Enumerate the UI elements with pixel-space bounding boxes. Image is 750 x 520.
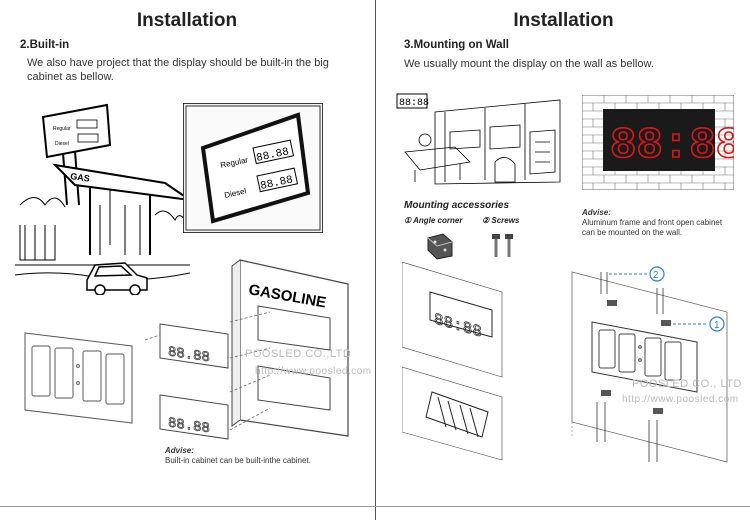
canopy: GAS	[52, 163, 190, 255]
gasoline-cabinet: GASOLINE	[231, 259, 349, 437]
red-clock-on-brick-wall: 88:88	[582, 95, 734, 190]
office-illustration: 88:88	[396, 93, 561, 185]
built-in-description: We also have project that the display sh…	[27, 57, 329, 83]
built-in-panel: Installation 2.Built-in We also have pro…	[0, 0, 374, 520]
accessory-screws-label: ② Screws	[482, 216, 520, 225]
angle-corner-icon	[427, 233, 453, 260]
section-heading-built-in: 2.Built-in	[20, 39, 70, 51]
page-title-right: Installation	[513, 10, 614, 31]
wall-mount-panel: Installation 3.Mounting on Wall We usual…	[377, 0, 750, 520]
clock-display-outline	[24, 332, 133, 424]
page-title-left: Installation	[136, 10, 238, 31]
gas-label: GAS	[70, 171, 91, 184]
exploded-mounting-diagram: 2 1	[571, 266, 728, 463]
advise-text-right: Aluminum frame and front open cabinet ca…	[582, 218, 723, 237]
gas-station-illustration: Regular Diesel GAS	[15, 103, 190, 295]
callout-2: 2	[653, 270, 659, 281]
mounting-accessories-heading: Mounting accessories	[404, 200, 510, 211]
background-sketch	[15, 197, 190, 281]
advise-block-left: Advise: Built-in cabinet can be built-in…	[165, 446, 355, 466]
bottom-rule	[0, 506, 750, 507]
callout-1: 1	[714, 320, 720, 331]
watermark-company-right: POOSLED CO., LTD	[632, 378, 742, 390]
office-clock-digits: 88:88	[399, 98, 429, 109]
watermark-url-right: http://www.poosled.com	[622, 394, 739, 405]
advise-heading-left: Advise:	[165, 446, 194, 455]
sign-regular-label: Regular	[53, 126, 71, 132]
center-divider	[375, 0, 376, 520]
brick-wall-mount-illustration: 88:88	[402, 262, 503, 461]
price-display-2-digits: 88.88	[168, 415, 210, 437]
wall-description: We usually mount the display on the wall…	[404, 58, 654, 70]
screws-icon	[492, 234, 513, 257]
car-sketch	[86, 262, 148, 295]
red-clock-digits: 88:88	[610, 121, 734, 171]
price-display-2: 88.88	[159, 394, 229, 440]
advise-heading-right: Advise:	[582, 208, 611, 217]
sign-diesel-label: Diesel	[55, 141, 69, 147]
accessory-angle-corner-label: ① Angle corner	[404, 216, 463, 225]
advise-block-right: Advise: Aluminum frame and front open ca…	[582, 208, 737, 238]
section-heading-wall: 3.Mounting on Wall	[404, 39, 509, 51]
sign-closeup-image: Regular Diesel 88.88 88.88	[183, 103, 323, 233]
price-display-1: 88.88	[159, 323, 229, 369]
advise-text-left: Built-in cabinet can be built-inthe cabi…	[165, 456, 311, 465]
price-display-1-digits: 88.88	[168, 344, 210, 366]
price-sign: Regular Diesel	[41, 103, 112, 206]
insertion-guides	[144, 311, 271, 431]
watermark-company-left: POOSLED CO.,LTD	[245, 348, 352, 360]
watermark-url-left: http://www.poosled.com	[255, 366, 372, 377]
